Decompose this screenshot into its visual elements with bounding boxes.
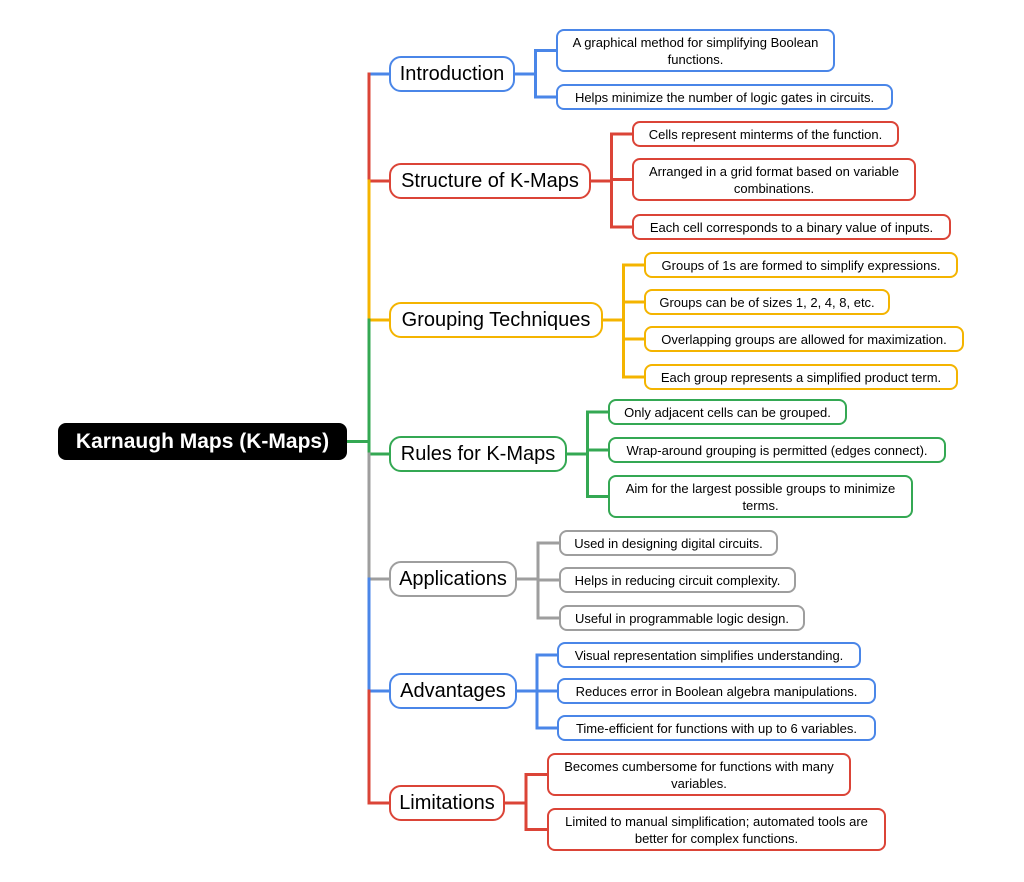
leaf-limitations-2: Limited to manual simplification; automa…: [547, 808, 886, 851]
leaf-rules-1: Only adjacent cells can be grouped.: [608, 399, 847, 425]
leaf-rules-3: Aim for the largest possible groups to m…: [608, 475, 913, 518]
branch-introduction: Introduction: [389, 56, 515, 92]
leaf-introduction-1: A graphical method for simplifying Boole…: [556, 29, 835, 72]
leaf-applications-3: Useful in programmable logic design.: [559, 605, 805, 631]
leaf-structure-3: Each cell corresponds to a binary value …: [632, 214, 951, 240]
leaf-grouping-4: Each group represents a simplified produ…: [644, 364, 958, 390]
root-node: Karnaugh Maps (K-Maps): [58, 423, 347, 460]
leaf-advantages-2: Reduces error in Boolean algebra manipul…: [557, 678, 876, 704]
leaf-structure-1: Cells represent minterms of the function…: [632, 121, 899, 147]
leaf-applications-2: Helps in reducing circuit complexity.: [559, 567, 796, 593]
leaf-structure-2: Arranged in a grid format based on varia…: [632, 158, 916, 201]
leaf-advantages-3: Time-efficient for functions with up to …: [557, 715, 876, 741]
leaf-rules-2: Wrap-around grouping is permitted (edges…: [608, 437, 946, 463]
leaf-grouping-2: Groups can be of sizes 1, 2, 4, 8, etc.: [644, 289, 890, 315]
leaf-grouping-1: Groups of 1s are formed to simplify expr…: [644, 252, 958, 278]
branch-rules: Rules for K-Maps: [389, 436, 567, 472]
branch-applications: Applications: [389, 561, 517, 597]
leaf-limitations-1: Becomes cumbersome for functions with ma…: [547, 753, 851, 796]
leaf-applications-1: Used in designing digital circuits.: [559, 530, 778, 556]
leaf-advantages-1: Visual representation simplifies underst…: [557, 642, 861, 668]
branch-limitations: Limitations: [389, 785, 505, 821]
branch-grouping: Grouping Techniques: [389, 302, 603, 338]
leaf-grouping-3: Overlapping groups are allowed for maxim…: [644, 326, 964, 352]
branch-advantages: Advantages: [389, 673, 517, 709]
branch-structure: Structure of K-Maps: [389, 163, 591, 199]
leaf-introduction-2: Helps minimize the number of logic gates…: [556, 84, 893, 110]
